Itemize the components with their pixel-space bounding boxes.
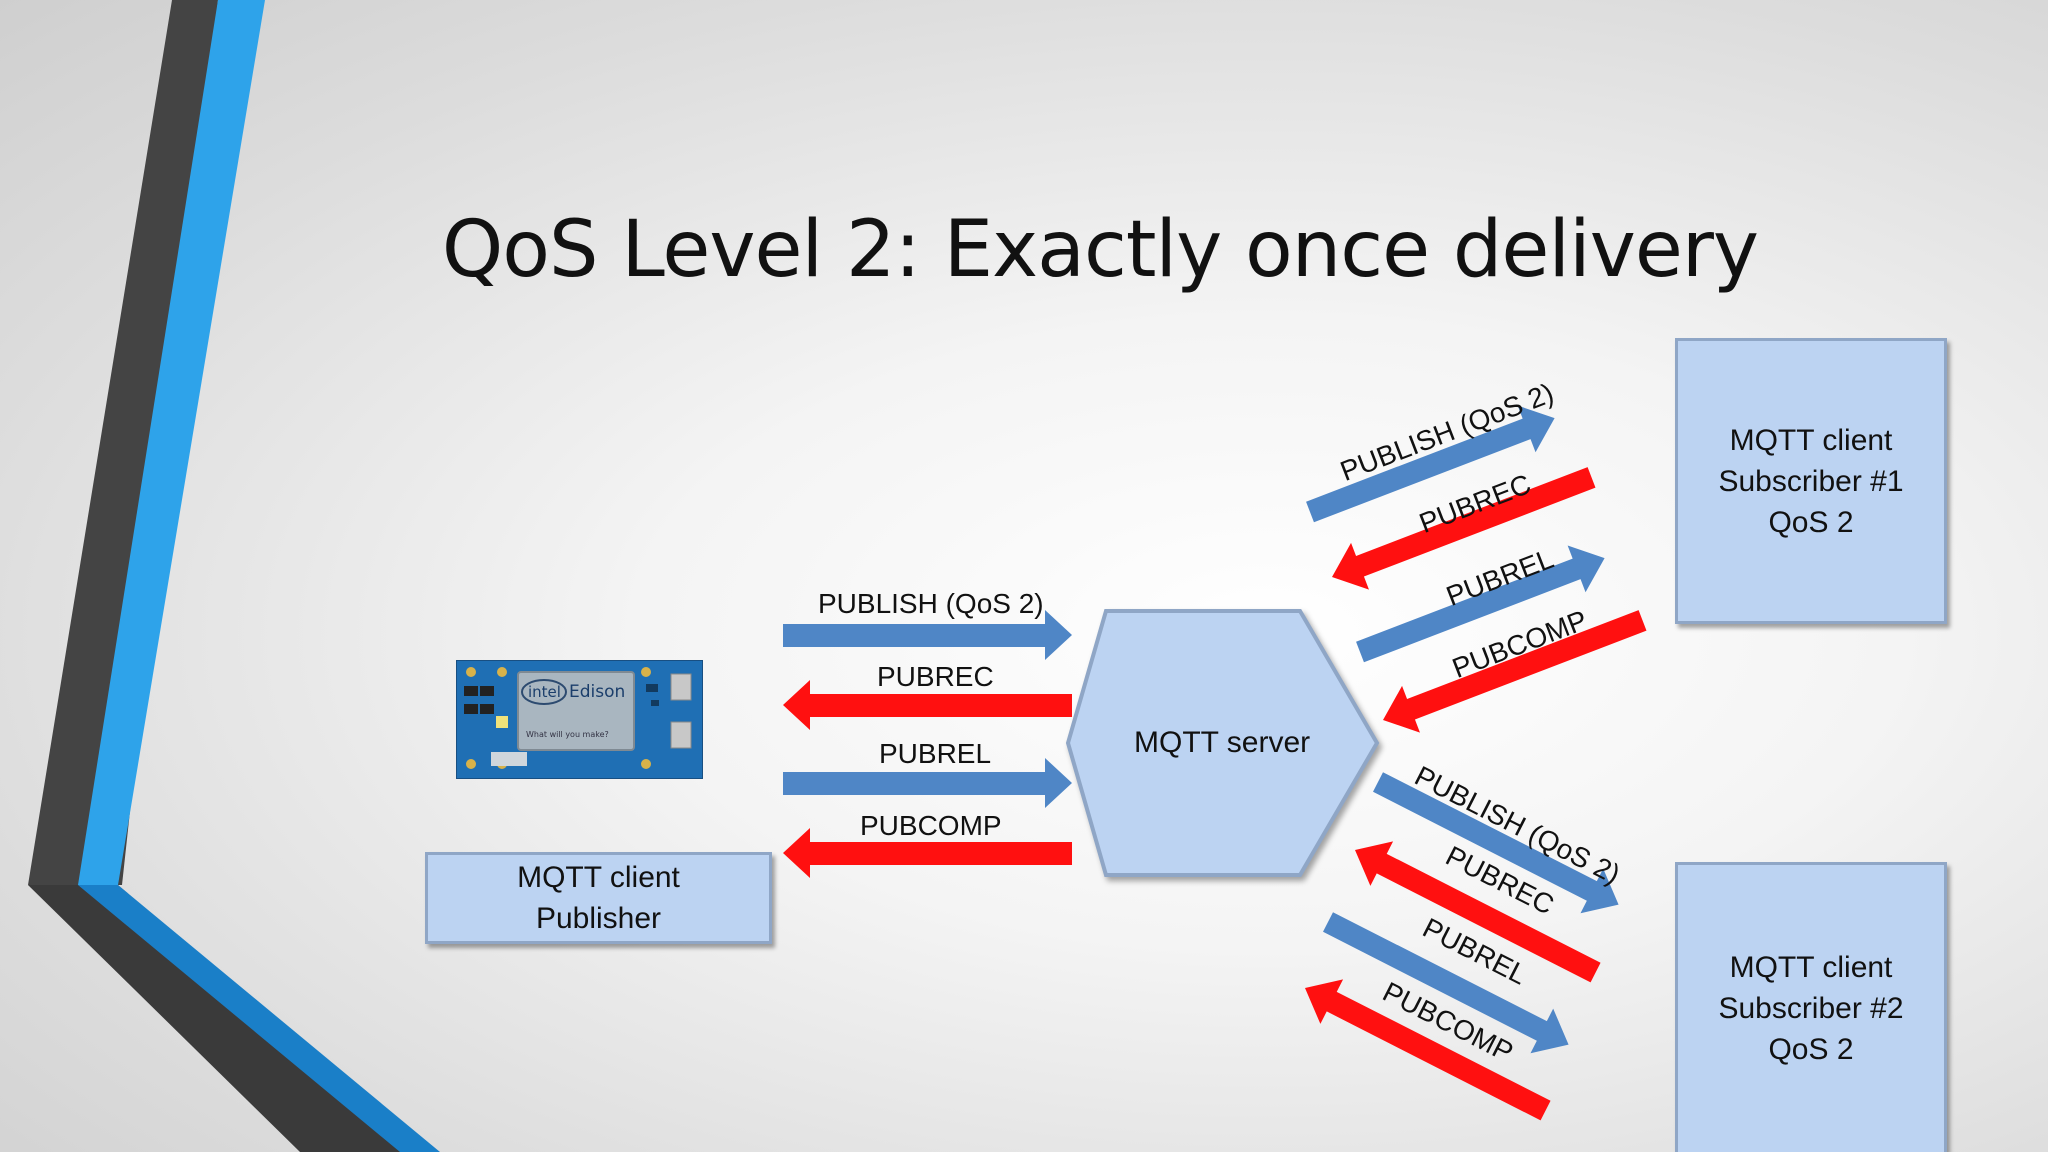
pub-pubrel-label: PUBREL <box>879 738 992 769</box>
pub-publish-label: PUBLISH (QoS 2) <box>818 588 1044 619</box>
sub1-pubrec-arrow <box>1332 467 1596 590</box>
board-model: Edison <box>569 682 625 702</box>
server-label: MQTT server <box>1134 726 1311 759</box>
pub-publish-arrow <box>783 610 1072 660</box>
board-tagline: What will you make? <box>526 730 609 739</box>
publisher-box: MQTT client Publisher <box>425 852 772 944</box>
sub2-pubrel-arrow <box>1323 912 1569 1054</box>
subscriber2-box: MQTT client Subscriber #2 QoS 2 <box>1675 862 1947 1152</box>
subscriber1-line1: MQTT client <box>1729 423 1893 457</box>
blue-stripe <box>78 0 265 885</box>
sub1-pubrel-arrow <box>1356 545 1605 663</box>
subscriber1-line3: QoS 2 <box>1768 505 1854 539</box>
publisher-line1: MQTT client <box>517 861 680 894</box>
sub2-pubrec-arrow <box>1355 841 1601 983</box>
subscriber2-line1: MQTT client <box>1729 951 1893 984</box>
pub-pubrel-arrow <box>783 758 1072 808</box>
sub2-publish-arrow <box>1373 772 1619 914</box>
board-graphic: intel Edison What will you make? <box>455 659 704 780</box>
blue-stripe-bottom <box>78 885 440 1152</box>
slide-title: QoS Level 2: Exactly once delivery <box>441 205 1759 295</box>
dark-stripe <box>28 0 218 885</box>
subscriber1-line2: Subscriber #1 <box>1718 464 1904 498</box>
pub-pubcomp-label: PUBCOMP <box>860 810 1002 841</box>
pub-pubcomp-arrow <box>783 828 1072 878</box>
sub1-publish-arrow <box>1306 405 1555 523</box>
sub2-pubcomp-arrow <box>1305 979 1551 1121</box>
board-brand: intel <box>528 683 561 701</box>
subscriber1-box: MQTT client Subscriber #1 QoS 2 <box>1675 338 1947 624</box>
pub-pubrec-label: PUBREC <box>877 661 994 692</box>
publisher-line2: Publisher <box>535 902 662 935</box>
subscriber2-line3: QoS 2 <box>1768 1033 1854 1066</box>
subscriber2-line2: Subscriber #2 <box>1718 992 1904 1025</box>
sub1-pubcomp-arrow <box>1383 610 1647 733</box>
intel-edison-board: intel Edison What will you make? <box>455 659 704 780</box>
pub-pubrec-arrow <box>783 680 1072 730</box>
server-hexagon <box>1065 609 1380 877</box>
